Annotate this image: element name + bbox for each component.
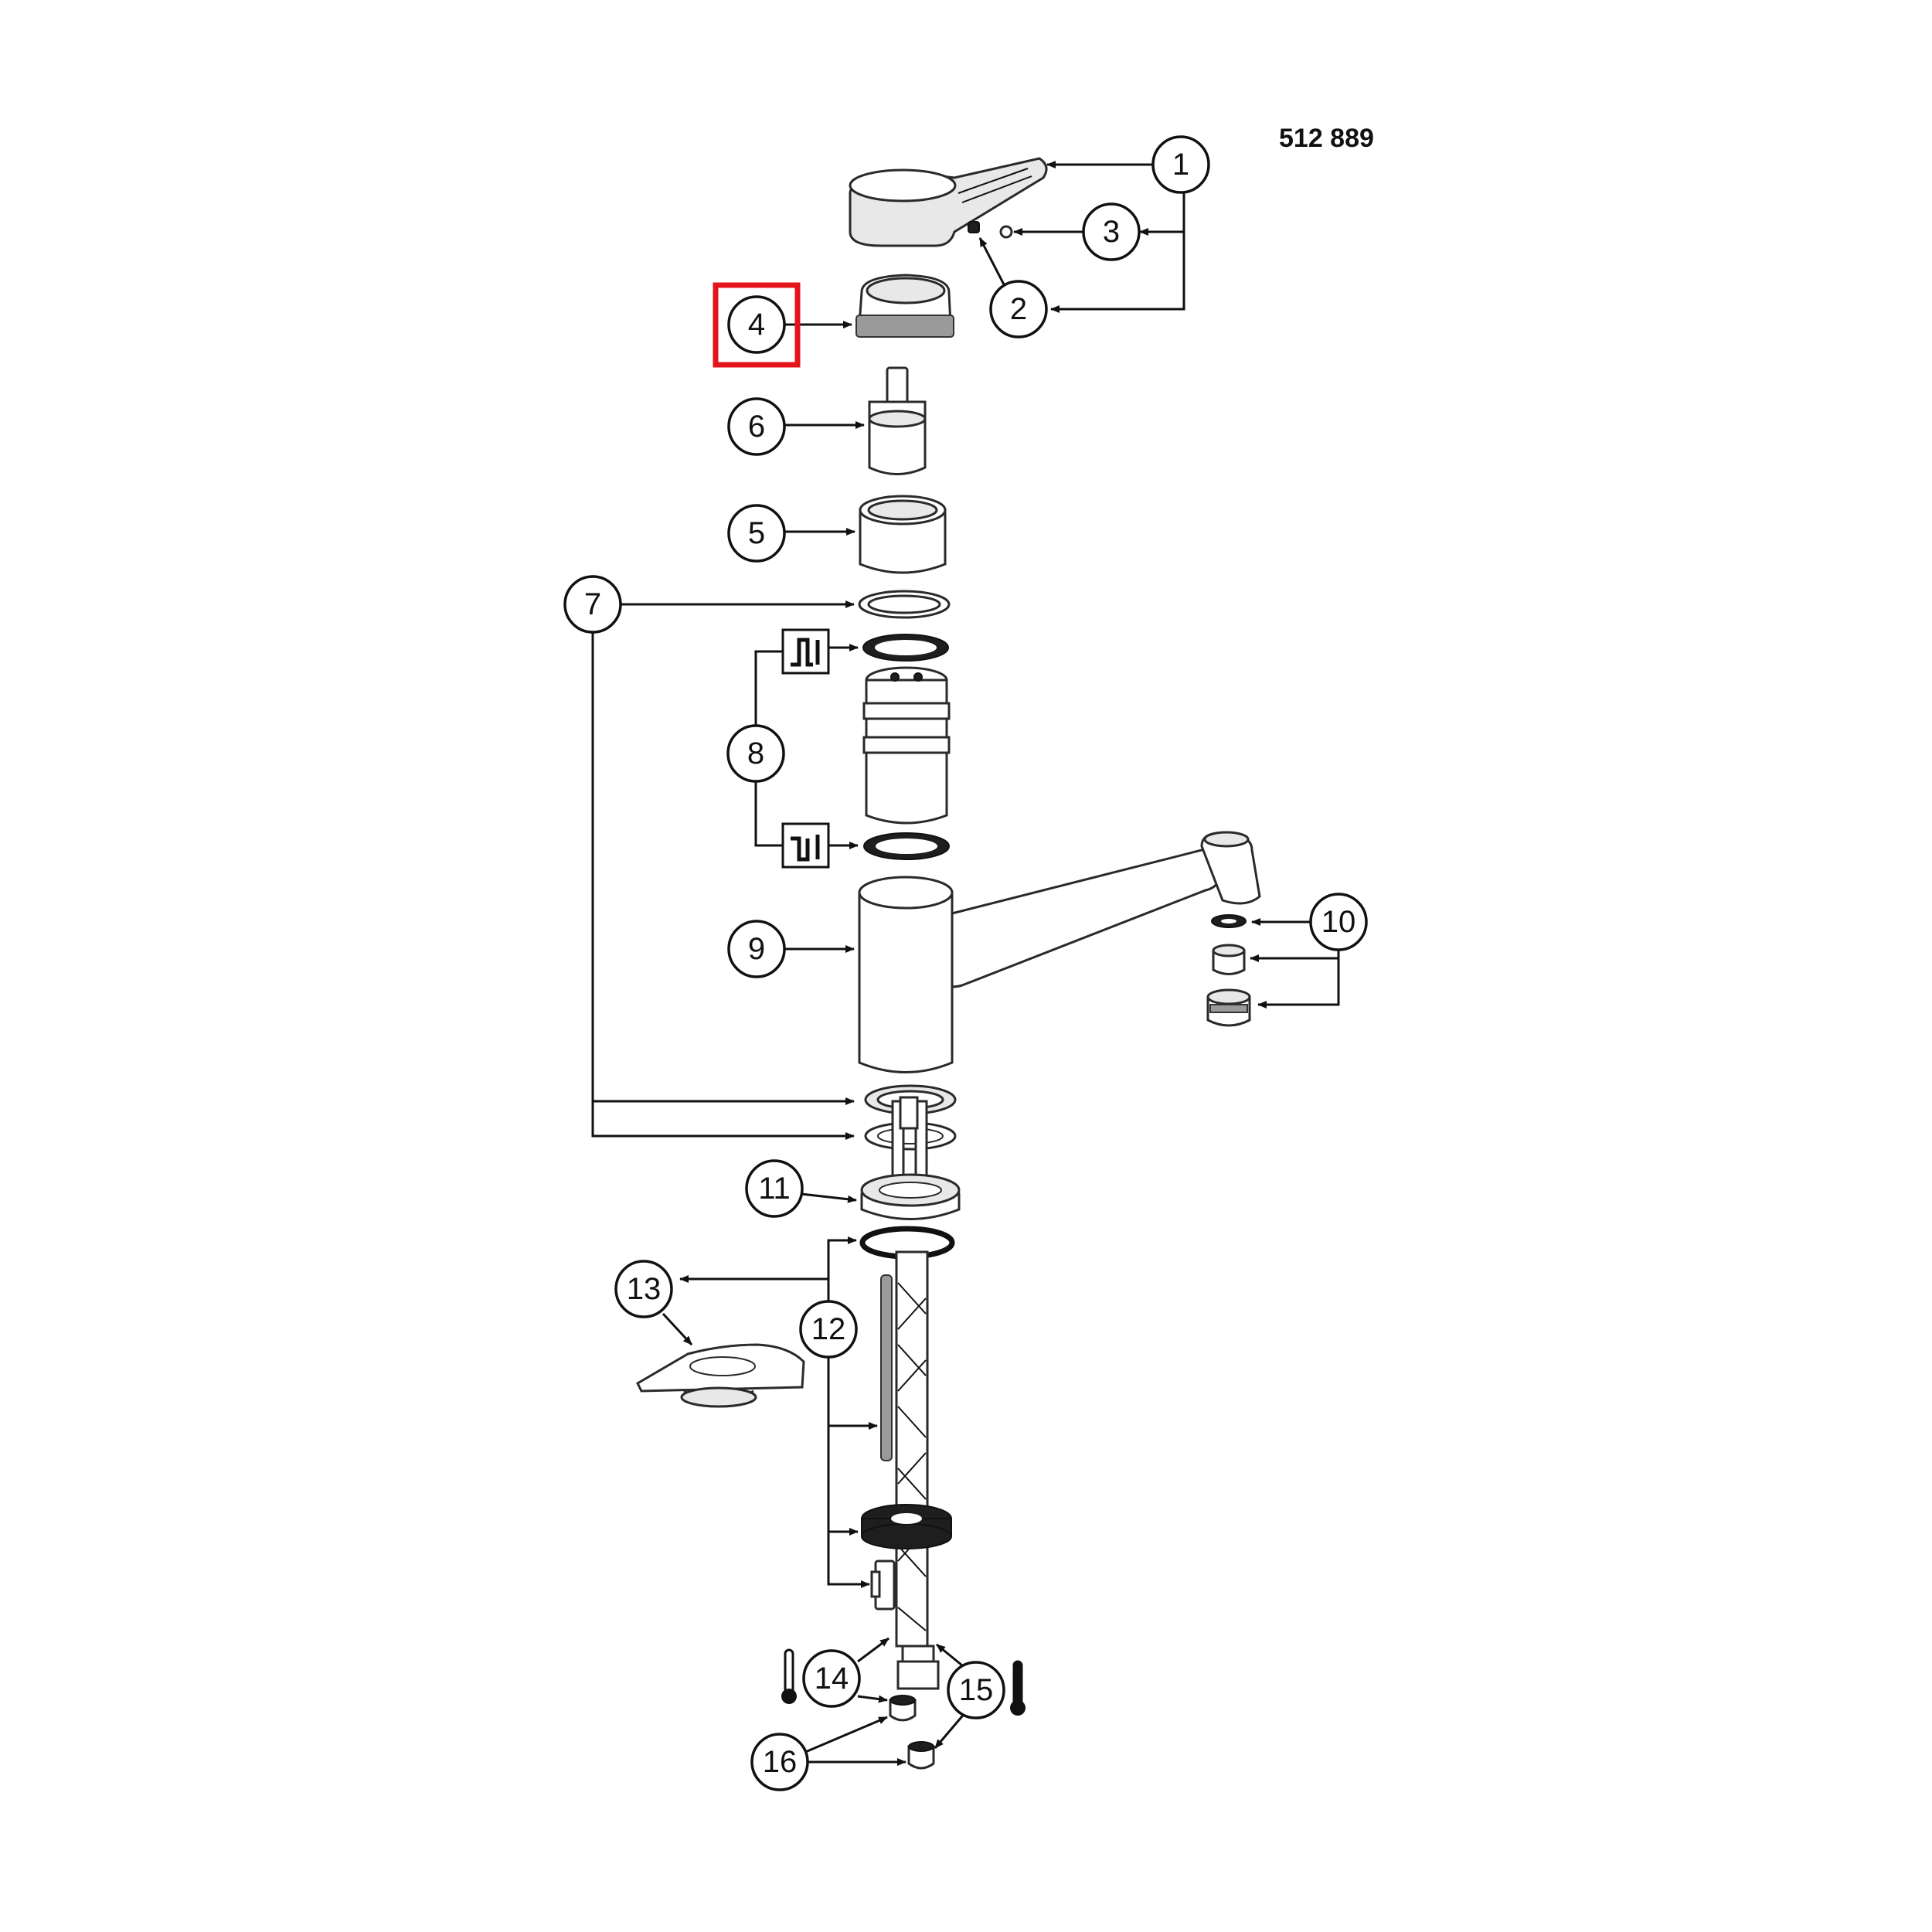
svg-text:10: 10 [1321, 905, 1356, 939]
svg-text:2: 2 [1010, 292, 1027, 326]
svg-text:4: 4 [748, 308, 765, 342]
callout-7[interactable]: 7 [563, 575, 622, 634]
part-2-screw[interactable] [968, 221, 980, 233]
callout-10[interactable]: 10 [1309, 893, 1368, 951]
svg-text:14: 14 [815, 1662, 849, 1696]
part-12-fixing-nut[interactable] [870, 1560, 896, 1611]
valve-down-icon [781, 822, 830, 869]
svg-text:6: 6 [748, 410, 765, 444]
thermometer-hot-icon [1010, 1660, 1026, 1716]
svg-text:16: 16 [763, 1745, 798, 1779]
svg-text:12: 12 [811, 1312, 846, 1346]
part-16-check-valve-fitting[interactable] [907, 1741, 935, 1770]
callout-13[interactable]: 13 [614, 1260, 673, 1318]
callout-12[interactable]: 12 [799, 1300, 858, 1359]
callout-14[interactable]: 14 [802, 1649, 861, 1708]
part-14-check-valve-fitting[interactable] [889, 1695, 917, 1722]
valve-up-icon [781, 628, 830, 675]
part-11-base-washer[interactable] [860, 1173, 961, 1220]
callout-3[interactable]: 3 [1082, 202, 1141, 261]
svg-text:13: 13 [627, 1272, 662, 1306]
part-1-lever-handle[interactable] [849, 157, 1048, 247]
callout-9[interactable]: 9 [727, 920, 786, 978]
supply-hoses [895, 1250, 940, 1690]
part-12-threaded-rod[interactable] [880, 1274, 893, 1461]
part-10-aerator-set[interactable] [1206, 914, 1251, 1027]
part-8-o-ring-lower[interactable] [863, 832, 950, 860]
callout-6[interactable]: 6 [727, 397, 786, 456]
part-9-faucet-body[interactable] [858, 831, 1261, 1073]
part-13-base-plate[interactable] [636, 1343, 805, 1408]
callout-1[interactable]: 1 [1151, 135, 1210, 194]
callout-5[interactable]: 5 [727, 504, 786, 563]
drawing-code: 512 889 [1279, 124, 1374, 153]
svg-text:15: 15 [959, 1673, 994, 1707]
part-12-clamp-plate[interactable] [861, 1504, 952, 1549]
callout-15[interactable]: 15 [947, 1661, 1005, 1719]
part-7-seal-ring-top[interactable] [858, 590, 951, 619]
part-4-bonnet[interactable] [855, 274, 954, 338]
svg-text:9: 9 [748, 932, 765, 966]
callout-2[interactable]: 2 [989, 280, 1048, 338]
svg-text:3: 3 [1103, 215, 1120, 249]
svg-text:8: 8 [747, 736, 764, 770]
svg-text:11: 11 [758, 1172, 791, 1206]
callout-8[interactable]: 8 [726, 724, 785, 783]
mounting-stud-assembly [891, 1096, 928, 1180]
svg-text:5: 5 [748, 516, 765, 550]
callout-16[interactable]: 16 [750, 1733, 809, 1791]
highlight-box-callout-4 [713, 282, 801, 368]
part-5-sleeve[interactable] [859, 495, 947, 574]
part-8-diverter-body[interactable] [862, 666, 951, 825]
part-8-o-ring-upper[interactable] [862, 634, 949, 662]
callout-4[interactable]: 4 [727, 295, 786, 354]
leader-lines [591, 161, 1340, 1766]
callout-11[interactable]: 11 [745, 1159, 804, 1218]
svg-text:1: 1 [1172, 148, 1189, 182]
thermometer-cold-icon [781, 1648, 797, 1704]
svg-text:7: 7 [584, 587, 601, 621]
part-3-cover-cap[interactable] [999, 225, 1013, 239]
part-6-cartridge[interactable] [868, 366, 927, 475]
